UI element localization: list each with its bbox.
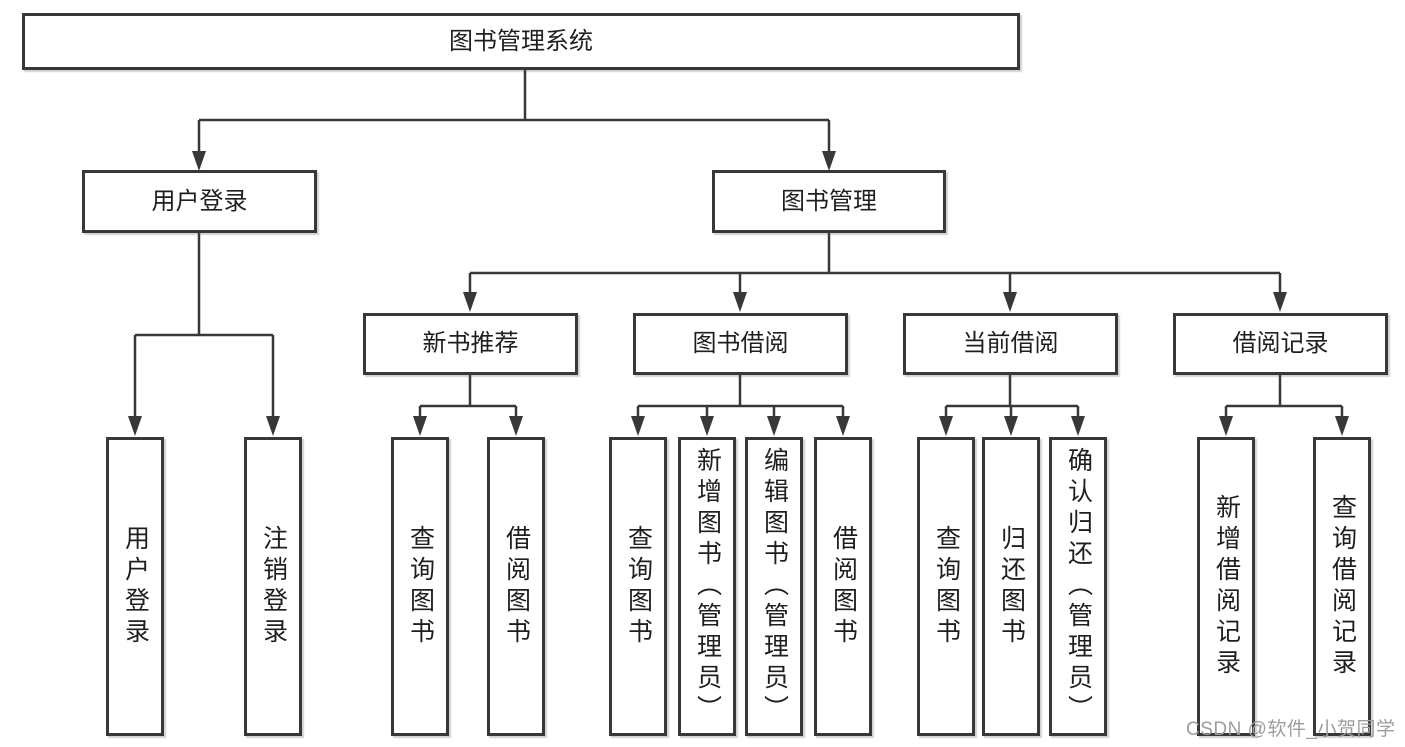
leaf-borrow-books-borrowing: 借阅图书 — [814, 437, 872, 736]
node-label: 编辑图书（管理员） — [760, 447, 789, 726]
node-label: 借阅记录 — [1232, 330, 1329, 357]
leaf-query-borrow-record: 查询借阅记录 — [1313, 437, 1371, 736]
connector-userlogin-to-leaves — [128, 233, 280, 436]
node-book-management: 图书管理 — [712, 170, 946, 233]
node-label: 确认归还（管理员） — [1064, 447, 1093, 726]
node-label: 新增借阅记录 — [1212, 493, 1241, 680]
leaf-query-books-recommend: 查询图书 — [391, 437, 449, 736]
node-label: 图书管理 — [781, 187, 877, 215]
node-current-borrowing: 当前借阅 — [903, 313, 1118, 375]
csdn-watermark: CSDN @软件_小贺同学 — [1186, 719, 1396, 740]
node-borrowing-records: 借阅记录 — [1173, 313, 1388, 375]
node-label: 新书推荐 — [422, 330, 519, 357]
leaf-confirm-return-admin: 确认归还（管理员） — [1049, 437, 1107, 736]
node-label: 用户登录 — [121, 524, 150, 649]
connector-borrowrecords-to-leaves — [1219, 375, 1349, 436]
connector-currentborrow-to-leaves — [939, 375, 1085, 436]
connector-bookmgmt-to-level3 — [463, 233, 1287, 312]
node-label: 注销登录 — [259, 524, 288, 649]
node-label: 新增图书（管理员） — [693, 447, 722, 726]
node-label: 当前借阅 — [962, 330, 1059, 357]
leaf-logout: 注销登录 — [244, 437, 302, 736]
node-label: 借阅图书 — [829, 524, 858, 649]
node-user-login: 用户登录 — [82, 170, 317, 233]
leaf-return-book: 归还图书 — [982, 437, 1040, 736]
node-label: 归还图书 — [997, 524, 1026, 649]
node-label: 图书借阅 — [692, 330, 789, 357]
node-label: 借阅图书 — [502, 524, 531, 649]
node-book-borrowing: 图书借阅 — [633, 313, 848, 375]
node-label: 查询借阅记录 — [1328, 493, 1357, 680]
leaf-edit-book-admin: 编辑图书（管理员） — [745, 437, 803, 736]
connector-root-to-level2 — [192, 70, 836, 171]
leaf-add-book-admin: 新增图书（管理员） — [678, 437, 736, 736]
node-label: 查询图书 — [624, 524, 653, 649]
connector-newbookrec-to-leaves — [413, 375, 523, 436]
leaf-query-books-current: 查询图书 — [917, 437, 975, 736]
leaf-borrow-books-recommend: 借阅图书 — [487, 437, 545, 736]
node-library-management-system: 图书管理系统 — [22, 13, 1020, 70]
leaf-query-books-borrowing: 查询图书 — [609, 437, 667, 736]
leaf-add-borrow-record: 新增借阅记录 — [1197, 437, 1255, 736]
connector-bookborrow-to-leaves — [631, 375, 850, 436]
node-label: 用户登录 — [151, 187, 248, 215]
node-label: 查询图书 — [406, 524, 435, 649]
node-new-book-recommendation: 新书推荐 — [363, 313, 578, 375]
node-label: 图书管理系统 — [449, 27, 593, 55]
leaf-user-login: 用户登录 — [106, 437, 164, 736]
node-label: 查询图书 — [932, 524, 961, 649]
